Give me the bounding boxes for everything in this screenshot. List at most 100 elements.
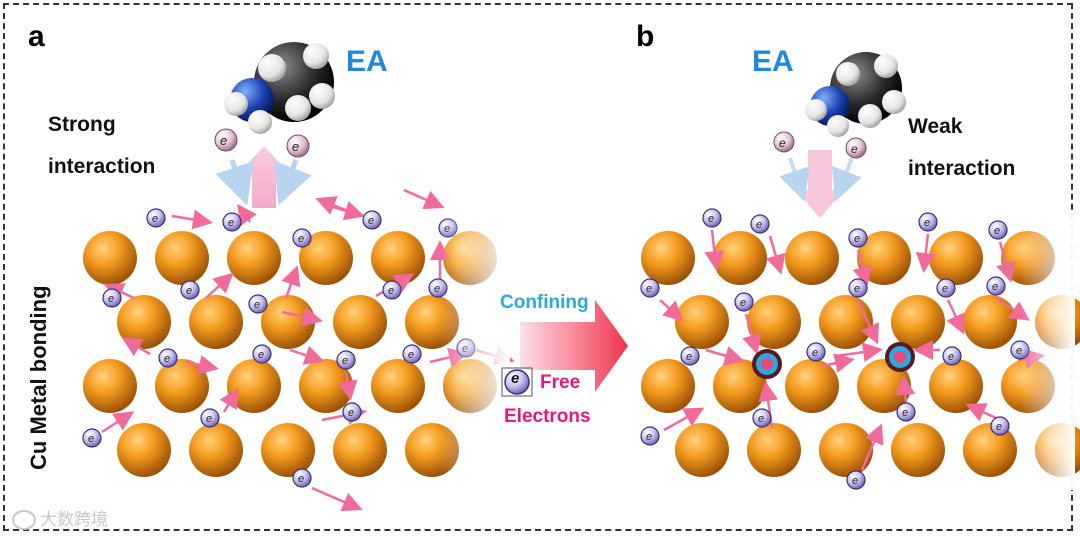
svg-text:e: e <box>298 233 304 245</box>
copper-atom <box>891 295 945 349</box>
flow-arrow <box>860 423 884 471</box>
panel-b-letter: b <box>636 20 655 53</box>
panel-a-fade <box>440 210 510 490</box>
electron: e <box>640 426 660 446</box>
copper-atom <box>333 295 387 349</box>
flow-arrow <box>101 411 135 434</box>
copper-atom <box>857 359 911 413</box>
electron: e <box>82 428 102 448</box>
svg-text:e: e <box>434 283 440 295</box>
electron: e <box>942 346 962 366</box>
electron: e <box>806 342 826 362</box>
copper-atom <box>641 231 695 285</box>
flow-arrow <box>663 407 705 432</box>
svg-text:e: e <box>408 349 414 361</box>
flow-arrow <box>965 403 997 422</box>
copper-atom <box>189 295 243 349</box>
copper-atom <box>675 295 729 349</box>
interaction-a-line2: interaction <box>48 155 156 178</box>
copper-atom <box>261 295 315 349</box>
copper-atom <box>785 359 839 413</box>
copper-atom <box>675 423 729 477</box>
flow-arrow <box>403 188 445 210</box>
copper-atom <box>891 423 945 477</box>
copper-atom <box>371 231 425 285</box>
electron: e <box>702 208 722 228</box>
flow-arrow <box>121 337 151 357</box>
copper-atom <box>333 423 387 477</box>
legend-electron-icon <box>501 367 533 397</box>
svg-text:e: e <box>852 475 858 487</box>
flow-arrow <box>856 299 879 345</box>
panel-b-fade <box>1020 210 1075 490</box>
flow-arrow <box>766 235 786 275</box>
svg-text:e: e <box>220 133 227 148</box>
svg-text:e: e <box>924 217 930 229</box>
electron: e <box>248 294 268 314</box>
copper-atom <box>117 295 171 349</box>
ea-label-b: EA <box>752 45 794 78</box>
copper-atom <box>227 231 281 285</box>
svg-text:e: e <box>646 283 652 295</box>
electron: e <box>180 280 200 300</box>
svg-text:e: e <box>292 139 299 154</box>
electron: e <box>292 228 312 248</box>
confined-electrons <box>752 342 915 379</box>
flow-arrow <box>281 306 323 327</box>
copper-atom <box>117 423 171 477</box>
ea-bound-electrons: e e e e <box>214 128 867 159</box>
copper-atom <box>785 231 839 285</box>
panel-b-interaction-label: Weak interaction <box>908 106 1015 190</box>
copper-atom <box>963 423 1017 477</box>
electron: e <box>336 350 356 370</box>
svg-text:e: e <box>228 217 234 229</box>
svg-text:e: e <box>186 285 192 297</box>
electron: e <box>640 278 660 298</box>
copper-atom <box>713 231 767 285</box>
copper-atom <box>819 295 873 349</box>
electron: e <box>752 408 772 428</box>
copper-atom <box>929 359 983 413</box>
svg-text:e: e <box>812 347 818 359</box>
electron: e <box>402 344 422 364</box>
svg-text:e: e <box>108 293 114 305</box>
svg-text:e: e <box>686 351 692 363</box>
panel-b-interaction-arrows <box>779 150 862 218</box>
interaction-b-line1: Weak <box>908 115 963 138</box>
flow-arrow <box>705 346 745 366</box>
copper-atom <box>963 295 1017 349</box>
svg-text:e: e <box>368 215 374 227</box>
panel-a-interaction-label: Strong interaction <box>48 104 155 188</box>
copper-atom <box>189 423 243 477</box>
interaction-b-line2: interaction <box>908 157 1016 180</box>
svg-text:e: e <box>1016 345 1022 357</box>
svg-text:e: e <box>854 283 860 295</box>
electron: e <box>146 208 166 228</box>
electron: e <box>252 344 272 364</box>
legend-electrons-label: Electrons <box>504 406 591 427</box>
electron: e <box>986 276 1006 296</box>
panel-a-interaction-arrows <box>215 146 312 208</box>
flow-arrow <box>237 203 257 227</box>
flow-arrow <box>289 345 325 365</box>
flow-arrow <box>185 355 219 375</box>
flow-arrow <box>103 283 135 302</box>
copper-atom <box>155 231 209 285</box>
svg-text:e: e <box>258 349 264 361</box>
copper-atom <box>713 359 767 413</box>
ea-label-a: EA <box>346 45 388 78</box>
legend-electron-symbol: e <box>511 370 520 387</box>
copper-atom <box>641 359 695 413</box>
copper-atom <box>83 359 137 413</box>
electron: e <box>848 278 868 298</box>
svg-text:e: e <box>88 433 94 445</box>
svg-text:e: e <box>206 413 212 425</box>
svg-text:e: e <box>348 407 354 419</box>
svg-text:e: e <box>708 213 714 225</box>
electron: e <box>750 214 770 234</box>
svg-text:e: e <box>854 233 860 245</box>
svg-text:e: e <box>996 421 1002 433</box>
electron: e <box>734 292 754 312</box>
cu-metal-bonding-label: Cu Metal bonding <box>26 285 51 470</box>
copper-atom <box>83 231 137 285</box>
